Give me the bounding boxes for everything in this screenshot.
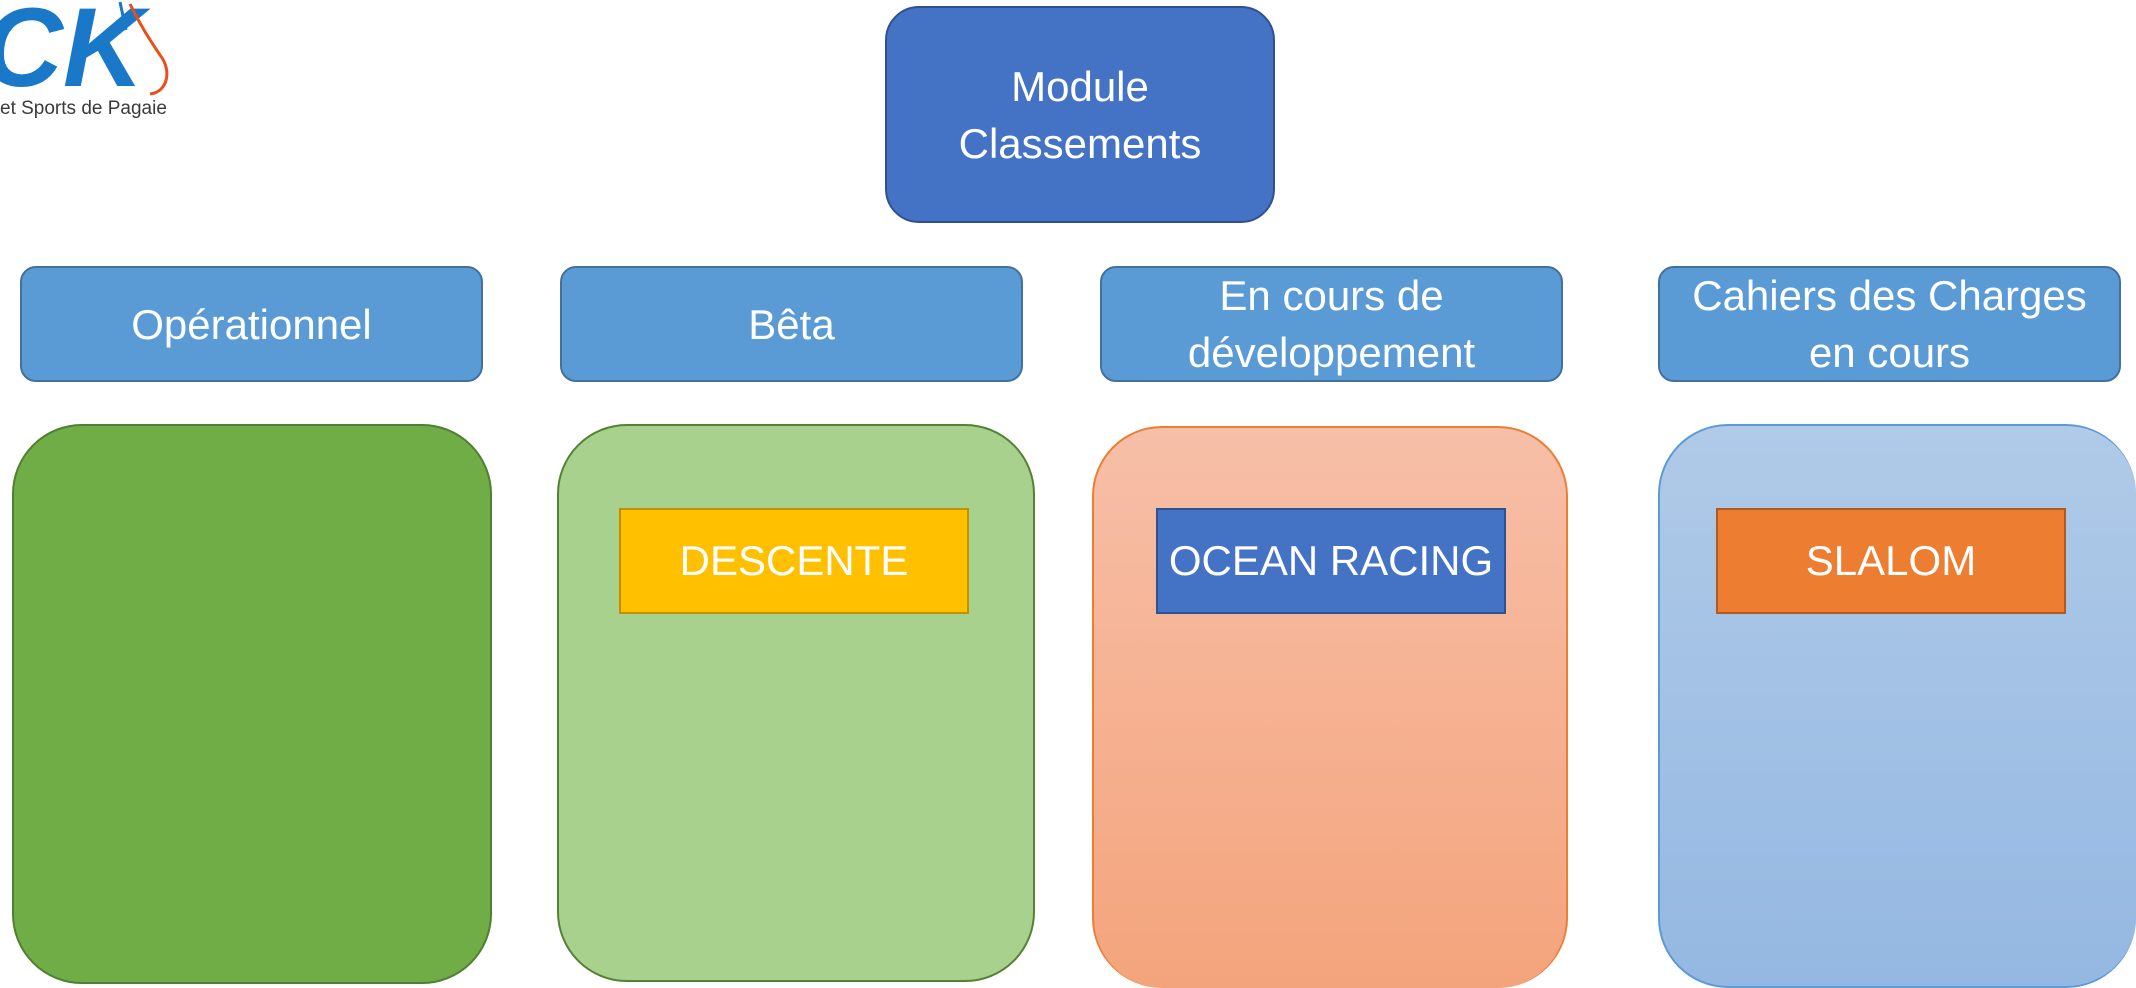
status-label-line-2: développement (1187, 329, 1476, 376)
module-slalom: SLALOM (1716, 508, 2066, 614)
logo: CK (0, 0, 200, 130)
module-title: Module Classements (885, 6, 1275, 223)
logo-caption: et Sports de Pagaie (0, 98, 167, 119)
logo-letters: CK (0, 0, 151, 100)
status-header-development: En cours de développement (1100, 266, 1563, 382)
status-label-line-1: En cours de (1219, 272, 1444, 319)
column-specifications: SLALOM (1658, 424, 2136, 988)
status-header-specifications: Cahiers des Charges en cours (1658, 266, 2121, 382)
title-line-1: Module (1011, 62, 1149, 110)
title-line-2: Classements (958, 119, 1202, 167)
module-ocean-racing: OCEAN RACING (1156, 508, 1506, 614)
column-beta: DESCENTE (557, 424, 1035, 982)
module-descente: DESCENTE (619, 508, 969, 614)
column-operational (12, 424, 492, 984)
status-header-beta: Bêta (560, 266, 1023, 382)
status-label: Opérationnel (131, 300, 372, 348)
logo-mark: CK (0, 0, 169, 110)
status-header-operational: Opérationnel (20, 266, 483, 382)
status-label: Bêta (748, 300, 835, 348)
status-label-line-1: Cahiers des Charges (1692, 272, 2087, 319)
status-label-line-2: en cours (1808, 329, 1971, 376)
column-development: OCEAN RACING (1092, 426, 1568, 988)
